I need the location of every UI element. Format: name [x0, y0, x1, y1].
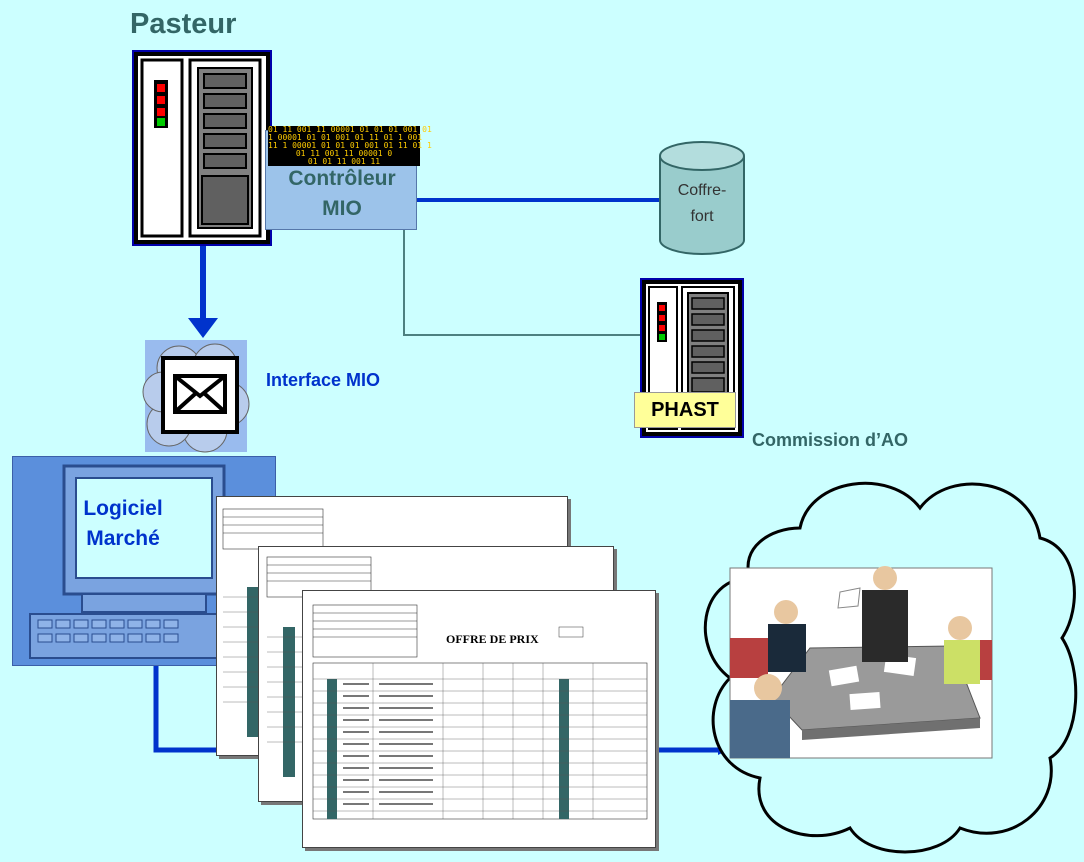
pasteur-server-icon — [134, 52, 270, 244]
coffre-fort-cylinder-icon — [659, 141, 745, 255]
interface-mio-label: Interface MIO — [266, 370, 381, 390]
meeting-illustration — [729, 566, 993, 759]
document-offre-de-prix — [302, 590, 656, 848]
commission-cloud-icon — [703, 481, 1078, 854]
arrowhead-down — [188, 318, 218, 338]
coffre-fort-label: Coffre- fort — [660, 178, 744, 230]
phast-label: PHAST — [634, 392, 736, 428]
interface-mio-icon — [142, 340, 250, 453]
binary-code-strip: 01 11 001 11 00001 01 01 01 001 01 1 000… — [268, 125, 432, 166]
controleur-label-line2: MIO — [322, 197, 362, 220]
controleur-label-line1: Contrôleur — [288, 167, 396, 190]
coffre-label-line2: fort — [690, 208, 714, 225]
logiciel-label-line1: Logiciel — [83, 497, 163, 520]
offre-de-prix-title: OFFRE DE PRIX — [446, 632, 539, 646]
pasteur-label: Pasteur — [130, 8, 237, 40]
logiciel-marche-label: Logiciel Marché — [78, 494, 168, 554]
coffre-label-line1: Coffre- — [677, 182, 727, 199]
arrow-phast-to-controleur — [399, 216, 640, 336]
controleur-mio-label: Contrôleur MIO — [262, 164, 422, 224]
commission-label: Commission d’AO — [752, 430, 909, 450]
logiciel-label-line2: Marché — [86, 527, 160, 550]
